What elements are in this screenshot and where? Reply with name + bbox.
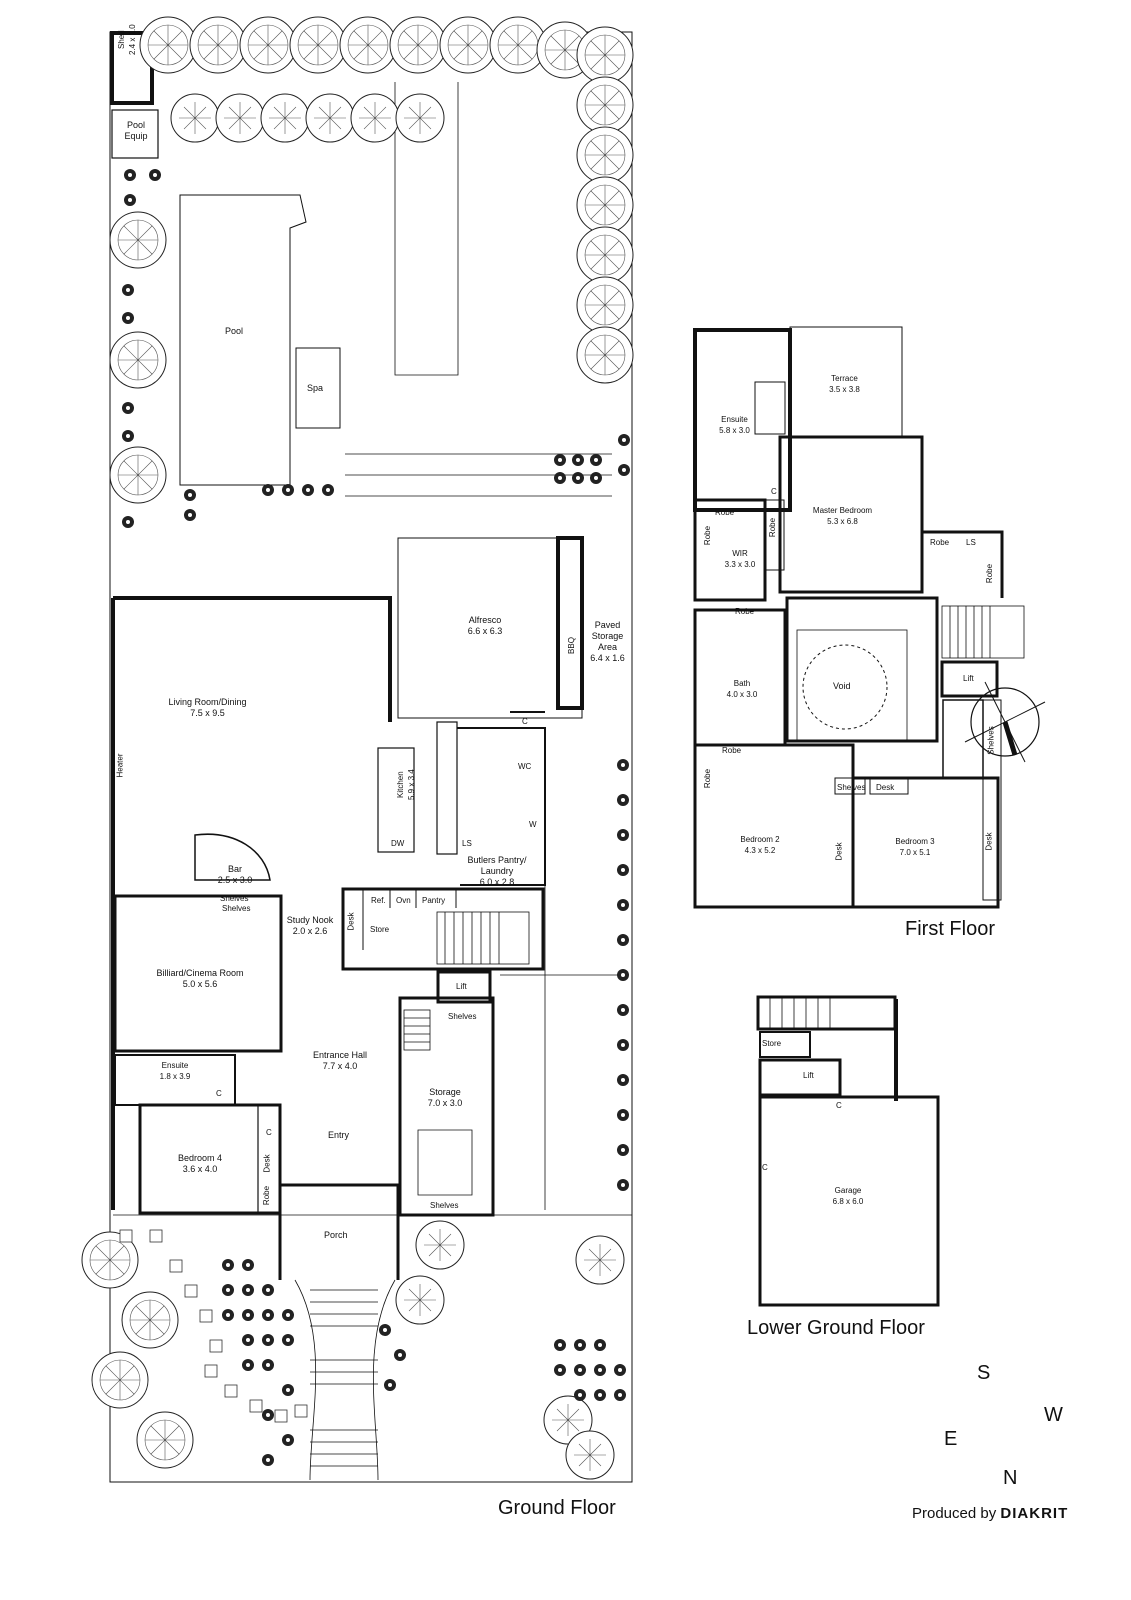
lift-label: Lift xyxy=(456,982,467,991)
storage-shelves-label: Shelves xyxy=(448,1012,477,1021)
compass-east: E xyxy=(944,1428,958,1450)
dw-label: DW xyxy=(391,839,405,848)
first-floor-plan xyxy=(693,326,1025,909)
compass-rose xyxy=(964,681,1046,763)
ground-floor-plan xyxy=(109,31,633,1483)
compass-north: N xyxy=(1003,1467,1018,1489)
bed4-c-label: C xyxy=(266,1128,272,1137)
ground-floor-title: Ground Floor xyxy=(498,1497,616,1519)
bbq-label: BBQ xyxy=(566,637,576,654)
bed2-robe-2-label: Robe xyxy=(703,768,713,789)
washer-label: W xyxy=(529,820,537,829)
compass-west: W xyxy=(1044,1404,1063,1426)
first-robe-3-label: Robe xyxy=(703,525,713,546)
heater-label: Heater xyxy=(115,753,125,778)
garage-c-label: C xyxy=(762,1163,768,1172)
oven-label: Ovn xyxy=(396,896,411,905)
study-desk-label: Desk xyxy=(346,912,356,931)
master-ls-label: LS xyxy=(966,538,976,547)
pool-label: Pool xyxy=(225,326,244,336)
bed4-desk-label: Desk xyxy=(262,1154,272,1173)
store-label: Store xyxy=(370,925,390,934)
lower-ground-floor-title: Lower Ground Floor xyxy=(747,1317,925,1339)
master-robe-label: Robe xyxy=(930,538,950,547)
bed2-robe-1-label: Robe xyxy=(722,746,742,755)
landscape-flowers xyxy=(122,169,630,1466)
entry-label: Entry xyxy=(328,1130,350,1140)
shelves-first-label: Shelves xyxy=(837,783,866,792)
lower-lift-label: Lift xyxy=(803,1071,814,1080)
porch-label: Porch xyxy=(324,1230,348,1240)
credit-prefix: Produced by xyxy=(912,1505,997,1522)
spa-label: Spa xyxy=(307,383,324,393)
lower-store-label: Store xyxy=(762,1039,782,1048)
bed3-desk-top-label: Desk xyxy=(876,783,895,792)
compass-south: S xyxy=(977,1362,991,1384)
first-lift-label: Lift xyxy=(963,674,974,683)
shelves-label-2: Shelves xyxy=(222,904,251,913)
first-c-label: C xyxy=(771,487,777,496)
storage-bottom-shelves-label: Shelves xyxy=(430,1201,459,1210)
void-label: Void xyxy=(833,681,851,691)
lower-c-label: C xyxy=(836,1101,842,1110)
master-robe-2-label: Robe xyxy=(985,563,995,584)
first-robe-2-label: Robe xyxy=(768,517,778,538)
lower-ground-plan xyxy=(756,995,940,1307)
shelves-label: Shelves xyxy=(220,894,249,903)
first-robe-1-label: Robe xyxy=(715,508,735,517)
garden-pavers xyxy=(119,1229,308,1423)
bed4-robe-label: Robe xyxy=(262,1185,272,1206)
landscape-trees xyxy=(81,16,634,1480)
wc-label: WC xyxy=(518,762,532,771)
ensuite-c-label: C xyxy=(216,1089,222,1098)
ls-label: LS xyxy=(462,839,472,848)
cupboard-label: C xyxy=(522,717,528,726)
bed2-desk-label: Desk xyxy=(834,842,844,861)
ref-label: Ref. xyxy=(371,896,386,905)
pantry-label: Pantry xyxy=(422,896,446,905)
credit-brand: DIAKRIT xyxy=(1000,1505,1069,1522)
bed3-desk-side-label: Desk xyxy=(984,832,994,851)
wir-robe-label: Robe xyxy=(735,607,755,616)
first-floor-title: First Floor xyxy=(905,918,995,940)
bed3-shelves-label: Shelves xyxy=(986,726,996,755)
produced-by-credit: Produced by DIAKRIT xyxy=(912,1505,1068,1522)
